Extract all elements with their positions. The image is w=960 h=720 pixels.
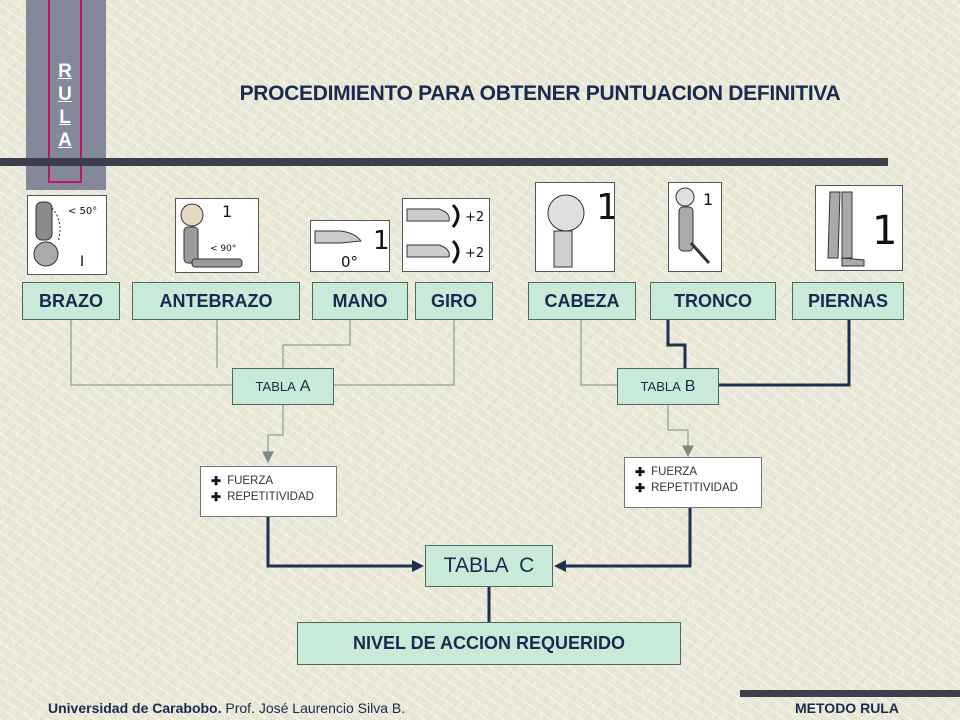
- giro-bottom: +2: [465, 246, 484, 261]
- rula-side-letters: R U L A: [48, 0, 82, 183]
- nivel-accion-box: NIVEL DE ACCION REQUERIDO: [297, 622, 681, 665]
- antebrazo-score: 1: [222, 202, 232, 221]
- footer-institution: Universidad de Carabobo.: [48, 700, 222, 716]
- rula-letter: A: [58, 129, 72, 151]
- piernas-label: PIERNAS: [792, 282, 904, 320]
- mano-illustration: 1 0°: [310, 220, 390, 272]
- tabla-c: TABLA C: [425, 545, 553, 587]
- footer-credit: Universidad de Carabobo. Prof. José Laur…: [48, 700, 405, 716]
- mano-label: MANO: [312, 282, 408, 320]
- giro-label: GIRO: [415, 282, 493, 320]
- tronco-illustration: 1: [668, 182, 722, 272]
- page-title: PROCEDIMIENTO PARA OBTENER PUNTUACION DE…: [239, 82, 841, 105]
- tabla-b-prefix: TABLA: [640, 379, 681, 394]
- mano-score: 1: [373, 226, 389, 256]
- antebrazo-label: ANTEBRAZO: [132, 282, 300, 320]
- svg-text:I: I: [80, 254, 84, 270]
- cabeza-illustration: 1: [535, 182, 619, 272]
- adjust-a-fuerza: FUERZA: [227, 475, 274, 487]
- rula-letter: L: [59, 106, 71, 128]
- brazo-illustration: < 50° I: [27, 195, 107, 275]
- antebrazo-angle: < 90°: [210, 244, 236, 254]
- footer-author: Prof. José Laurencio Silva B.: [221, 700, 406, 716]
- brazo-angle: < 50°: [68, 206, 97, 217]
- mano-angle: 0°: [341, 253, 358, 271]
- antebrazo-illustration: 1 < 90°: [175, 198, 259, 273]
- piernas-score: 1: [872, 208, 897, 254]
- footer-method: METODO RULA: [795, 700, 899, 716]
- adjust-a-repetitividad: REPETITIVIDAD: [227, 491, 314, 503]
- giro-top: +2: [465, 210, 484, 225]
- tabla-a-prefix: TABLA: [255, 379, 296, 394]
- adjust-b-repetitividad: REPETITIVIDAD: [651, 482, 738, 494]
- rula-letter: U: [58, 83, 72, 105]
- giro-illustration: +2 +2: [402, 198, 490, 272]
- tronco-score: 1: [703, 190, 713, 209]
- cabeza-label: CABEZA: [528, 282, 636, 320]
- tabla-b-letter: B: [684, 377, 696, 395]
- brazo-label: BRAZO: [22, 282, 120, 320]
- tabla-a-letter: A: [299, 377, 311, 395]
- footer-divider: [740, 690, 960, 697]
- piernas-illustration: 1: [815, 185, 903, 271]
- tronco-label: TRONCO: [650, 282, 776, 320]
- adjust-box-b: ✚FUERZA ✚REPETITIVIDAD: [624, 457, 762, 508]
- rula-letter: R: [58, 60, 72, 82]
- adjust-box-a: ✚FUERZA ✚REPETITIVIDAD: [200, 466, 337, 517]
- adjust-b-fuerza: FUERZA: [651, 466, 698, 478]
- header-divider: [0, 158, 888, 166]
- cabeza-score: 1: [596, 187, 614, 228]
